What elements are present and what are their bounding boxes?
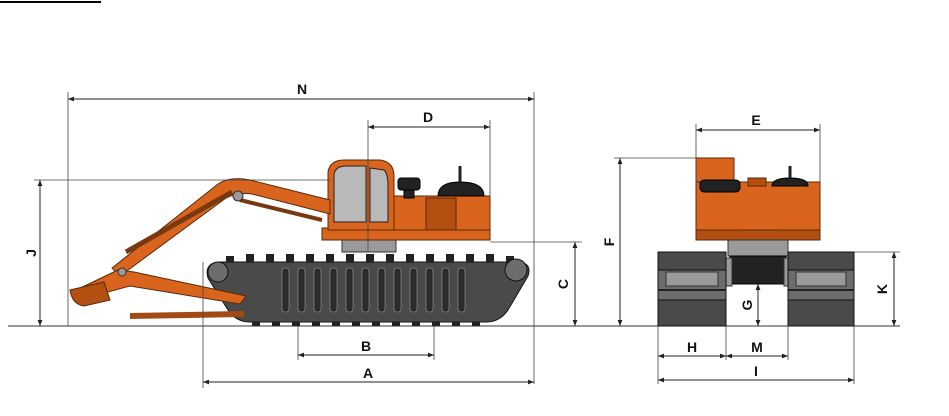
bucket-cylinder — [129, 311, 245, 319]
label-i: I — [754, 363, 758, 379]
side-view — [69, 159, 530, 326]
track-shoes-bottom — [252, 322, 480, 326]
dimension-h: H — [657, 326, 727, 384]
dimension-e: E — [695, 112, 821, 182]
cab-window — [333, 165, 367, 223]
label-n: N — [297, 81, 307, 97]
exhaust — [397, 177, 421, 191]
dimension-m: M — [726, 326, 789, 360]
bucket — [69, 281, 111, 307]
boom-cylinder — [124, 189, 234, 255]
dimension-d: D — [367, 109, 491, 252]
front-idler — [207, 261, 229, 283]
pontoon-slots — [281, 267, 466, 313]
side-track — [206, 254, 530, 326]
label-c: C — [555, 279, 571, 289]
front-right-track — [787, 251, 855, 327]
label-e: E — [751, 112, 760, 128]
track-shoes-top — [226, 254, 514, 262]
label-j: J — [23, 249, 39, 257]
label-f: F — [601, 237, 617, 246]
arm-cylinder — [239, 198, 323, 222]
label-k: K — [874, 284, 890, 294]
dimension-i: I — [658, 326, 855, 384]
dimension-k: K — [854, 251, 900, 326]
label-b: B — [361, 338, 371, 354]
muffler — [437, 181, 485, 197]
dimension-c: C — [490, 241, 582, 326]
front-swing-base — [727, 239, 789, 257]
dimension-f: F — [601, 157, 696, 326]
dimension-j: J — [23, 179, 330, 326]
dimension-a: A — [202, 262, 534, 388]
front-left-track — [657, 251, 727, 327]
label-h: H — [687, 339, 697, 355]
dimension-g: G — [739, 284, 761, 326]
front-view — [657, 157, 855, 327]
dimension-n: N — [67, 81, 535, 384]
boom — [111, 178, 331, 277]
label-m: M — [751, 339, 763, 355]
center-frame — [729, 255, 787, 285]
side-boom-arm — [69, 178, 331, 319]
label-d: D — [423, 109, 433, 125]
side-upper-body — [321, 159, 491, 253]
rear-sprocket — [504, 258, 528, 282]
label-a: A — [363, 365, 373, 381]
label-g: G — [739, 299, 755, 310]
dimension-b: B — [297, 326, 435, 360]
